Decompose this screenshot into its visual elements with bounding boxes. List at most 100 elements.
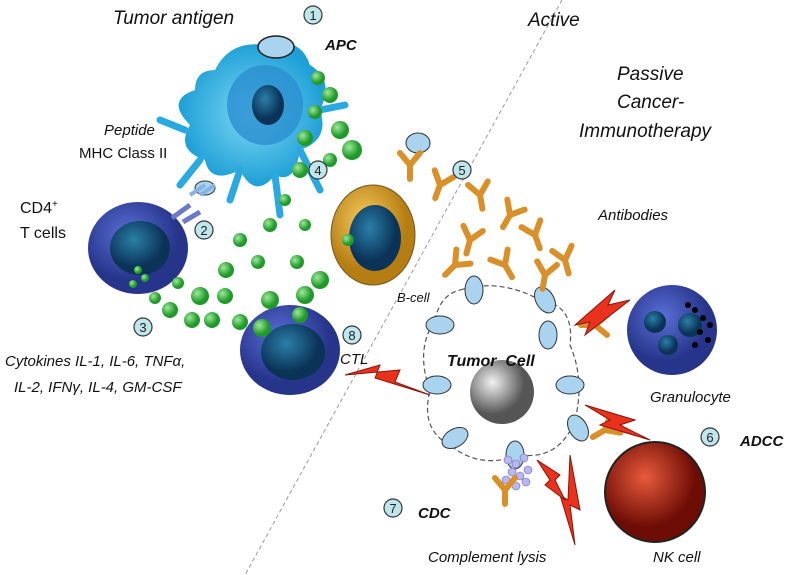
step-number: 1	[309, 8, 316, 23]
tumor-antigens	[422, 275, 589, 470]
cytokine-dot	[311, 71, 325, 85]
granulocyte-cell	[627, 285, 717, 375]
cytokine-dot	[279, 194, 291, 206]
antibody-icon	[500, 196, 528, 231]
ctl-label: CTL	[340, 351, 368, 368]
cytokine-dot	[342, 140, 362, 160]
antibody-icon	[487, 246, 515, 281]
cytokine-dot	[184, 312, 200, 328]
nk-cell	[604, 441, 706, 543]
cytokine-dot	[218, 262, 234, 278]
step-6-badge: 6	[700, 427, 720, 447]
cytokine-dot	[342, 234, 354, 246]
adcc-label: ADCC	[739, 433, 784, 450]
cytokine-dot	[217, 288, 233, 304]
nk-cell-label: NK cell	[653, 549, 701, 566]
cd4-t-cell	[88, 180, 217, 294]
t-cells-label: T cells	[20, 225, 66, 242]
antibody-icon	[534, 258, 560, 292]
step-2-badge: 2	[194, 220, 214, 240]
passive-label: Passive	[617, 64, 684, 85]
antibody-icon	[465, 178, 491, 212]
b-cell-label: B-cell	[397, 290, 431, 305]
cytokine-dot	[296, 286, 314, 304]
cytokine-dot	[204, 312, 220, 328]
antibodies-label: Antibodies	[597, 207, 669, 224]
step-number: 3	[139, 320, 146, 335]
step-5-badge: 5	[452, 160, 472, 180]
cancer-label: Cancer-	[617, 92, 684, 113]
peptide-label: Peptide	[104, 122, 155, 139]
step-number: 7	[389, 501, 396, 516]
antibody-icon	[442, 246, 474, 278]
step-1-badge: 1	[303, 5, 323, 25]
mhc-label: MHC Class II	[79, 145, 167, 162]
cytokine-dot	[149, 292, 161, 304]
immunotherapy-label: Immunotherapy	[579, 121, 713, 142]
antigen-receptor	[534, 286, 556, 314]
antigen-receptor	[555, 375, 585, 395]
step-number: 8	[348, 328, 355, 343]
step-7-badge: 7	[383, 498, 403, 518]
step-number: 5	[458, 163, 465, 178]
apc-label: APC	[324, 37, 358, 54]
tumor-antigen-label: Tumor antigen	[113, 8, 234, 29]
antibody-icon	[397, 150, 423, 182]
tumor-cell	[422, 275, 589, 470]
antigen-receptor	[538, 320, 558, 350]
active-label: Active	[527, 10, 580, 31]
cytokines-line-2: IL-2, IFNγ, IL-4, GM-CSF	[14, 379, 182, 396]
antibody-icon	[492, 475, 518, 507]
b-cell	[330, 132, 431, 286]
antibodies-group	[397, 150, 624, 507]
cytokine-dot	[232, 314, 248, 330]
cytokine-dot	[191, 287, 209, 305]
cytokine-dot	[253, 319, 271, 337]
antibody-icon	[460, 222, 486, 257]
cytokine-dot	[331, 121, 349, 139]
cytokines-line-1: Cytokines IL-1, IL-6, TNFα,	[5, 353, 185, 370]
apc-cell	[156, 35, 349, 219]
cytokine-dot	[263, 218, 277, 232]
cytokine-dot	[134, 266, 142, 274]
cdc-label: CDC	[418, 505, 452, 522]
step-number: 6	[706, 430, 713, 445]
antigen-receptor	[567, 414, 589, 442]
cytokine-dot	[172, 277, 184, 289]
lightning-icon	[536, 459, 566, 501]
cd4-label: CD4+	[20, 199, 58, 217]
antibody-icon	[431, 167, 457, 202]
cytokine-dots	[129, 71, 362, 337]
cytokine-dot	[162, 302, 178, 318]
active-passive-divider	[244, 0, 563, 575]
cytokine-dot	[308, 105, 322, 119]
step-number: 4	[314, 163, 321, 178]
antigen-receptor	[441, 427, 469, 449]
step-4-badge: 4	[308, 160, 328, 180]
cytokine-dot	[233, 233, 247, 247]
antigen-receptor	[464, 275, 484, 305]
step-number: 2	[200, 223, 207, 238]
antibody-icon	[518, 217, 544, 252]
cytokine-dot	[129, 280, 137, 288]
cytokine-dot	[323, 153, 337, 167]
antigen-receptor	[425, 315, 455, 335]
lightning-icon	[344, 364, 431, 396]
antigen-receptor	[422, 375, 452, 395]
complement-lysis-label: Complement lysis	[428, 549, 547, 566]
step-8-badge: 8	[342, 325, 362, 345]
tumor-cell-label: Tumor Cell	[447, 353, 535, 370]
cytokine-dot	[251, 255, 265, 269]
cytokine-dot	[299, 219, 311, 231]
lightning-bolts	[344, 289, 651, 546]
cytokine-dot	[290, 255, 304, 269]
cytokine-dot	[322, 87, 338, 103]
cytokine-dot	[141, 274, 149, 282]
cytokine-dot	[292, 162, 308, 178]
lightning-icon	[584, 404, 651, 441]
cytokine-dot	[311, 271, 329, 289]
antibody-icon	[549, 242, 575, 277]
lightning-icon	[559, 454, 581, 546]
